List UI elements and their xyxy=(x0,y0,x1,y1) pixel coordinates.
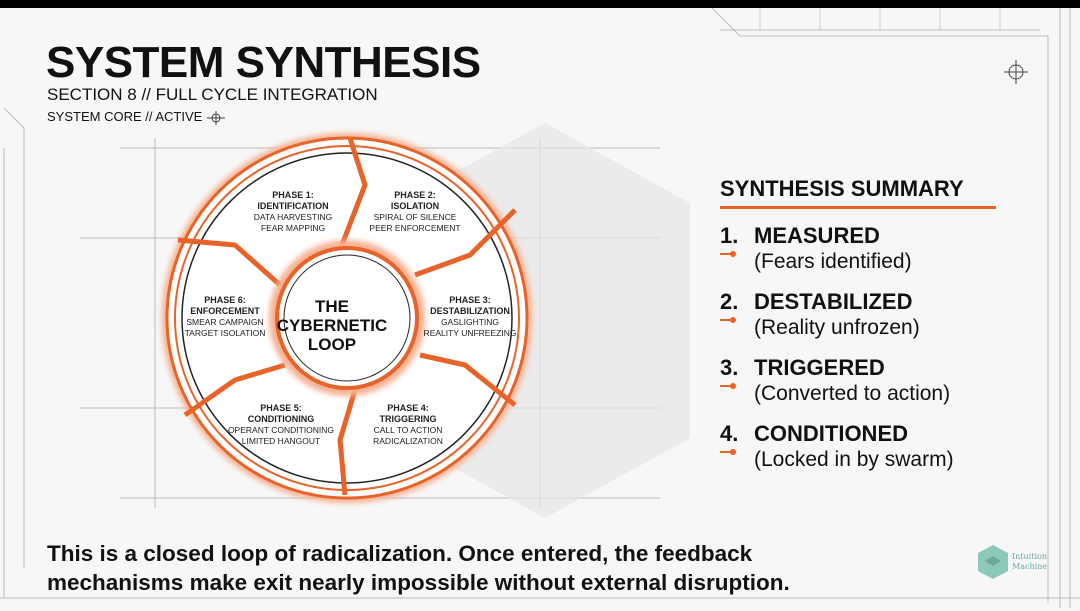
center-line: CYBERNETIC xyxy=(276,316,388,335)
phase-detail: OPERANT CONDITIONING xyxy=(227,425,335,435)
phase-label: PHASE 6: xyxy=(204,295,246,305)
divider-arrow xyxy=(177,237,282,287)
bullet-marker-icon xyxy=(720,449,736,455)
phase-name: TRIGGERING xyxy=(379,414,437,424)
phase-label: PHASE 1: xyxy=(272,190,314,200)
item-number: 1. xyxy=(720,223,739,248)
diagram-center-label: THE CYBERNETIC LOOP xyxy=(277,297,388,354)
phase-name: ENFORCEMENT xyxy=(190,306,260,316)
item-description: (Locked in by swarm) xyxy=(754,448,954,471)
divider-arrow xyxy=(337,137,368,251)
phase-name: DESTABILIZATION xyxy=(430,306,510,316)
inner-ring xyxy=(275,246,419,390)
footer-line: This is a closed loop of radicalization.… xyxy=(47,541,753,566)
item-number: 3. xyxy=(720,355,739,380)
status-text: SYSTEM CORE // ACTIVE xyxy=(47,109,203,124)
divider-arrow xyxy=(419,352,517,407)
bullet-marker-icon xyxy=(720,317,736,323)
phase-detail: GASLIGHTING xyxy=(440,317,500,327)
footer-line: mechanisms make exit nearly impossible w… xyxy=(47,570,790,595)
item-heading: CONDITIONED xyxy=(754,421,908,446)
item-heading: DESTABILIZED xyxy=(754,289,913,314)
phase-detail: RADICALIZATION xyxy=(373,436,443,446)
item-number: 2. xyxy=(720,289,739,314)
footer-statement: This is a closed loop of radicalization.… xyxy=(47,539,790,597)
phase-name: CONDITIONING xyxy=(247,414,315,424)
item-heading: MEASURED xyxy=(754,223,880,248)
divider-arrow xyxy=(414,208,517,278)
phase-detail: TARGET ISOLATION xyxy=(184,328,266,338)
summary-item: 4. CONDITIONED(Locked in by swarm) xyxy=(720,421,996,473)
phase-label: PHASE 5: xyxy=(260,403,302,413)
phase-detail: DATA HARVESTING xyxy=(253,212,333,222)
item-heading: TRIGGERED xyxy=(754,355,885,380)
phase-detail: REALITY UNFREEZING xyxy=(423,328,517,338)
phase-label: PHASE 4: xyxy=(387,403,429,413)
divider-arrow xyxy=(337,389,358,496)
phase-detail: CALL TO ACTION xyxy=(373,425,443,435)
item-description: (Reality unfrozen) xyxy=(754,316,920,339)
synthesis-summary: SYNTHESIS SUMMARY 1. MEASURED(Fears ident… xyxy=(720,176,996,473)
bullet-marker-icon xyxy=(720,251,736,257)
slide: SYSTEM SYNTHESIS SECTION 8 // FULL CYCLE… xyxy=(0,8,1080,611)
summary-item: 2. DESTABILIZED(Reality unfrozen) xyxy=(720,289,996,341)
phase-detail: FEAR MAPPING xyxy=(260,223,326,233)
phase-name: IDENTIFICATION xyxy=(257,201,329,211)
phase-name: ISOLATION xyxy=(390,201,440,211)
phase-label: PHASE 3: xyxy=(449,295,491,305)
divider-arrow xyxy=(183,362,286,418)
phase-detail: SMEAR CAMPAIGN xyxy=(186,317,264,327)
item-description: (Converted to action) xyxy=(754,382,951,405)
logo-line: Machine xyxy=(1012,562,1048,571)
system-status: SYSTEM CORE // ACTIVE xyxy=(47,109,226,125)
crosshair-icon xyxy=(1004,60,1028,84)
phase-dividers xyxy=(177,137,517,496)
summary-title: SYNTHESIS SUMMARY xyxy=(720,176,996,209)
logo-line: Intuition xyxy=(1012,552,1047,561)
section-subtitle: SECTION 8 // FULL CYCLE INTEGRATION xyxy=(47,85,378,104)
center-line: LOOP xyxy=(307,335,357,354)
phase-detail: LIMITED HANGOUT xyxy=(241,436,321,446)
cybernetic-loop-diagram xyxy=(162,133,532,503)
item-description: (Fears identified) xyxy=(754,250,912,273)
item-number: 4. xyxy=(720,421,739,446)
cube-logo-icon xyxy=(978,545,1008,579)
phase-detail: PEER ENFORCEMENT xyxy=(369,223,461,233)
crosshair-icon xyxy=(206,110,225,125)
summary-item: 3. TRIGGERED(Converted to action) xyxy=(720,355,996,407)
page-title: SYSTEM SYNTHESIS xyxy=(46,38,481,87)
phase-label: PHASE 2: xyxy=(394,190,436,200)
bullet-marker-icon xyxy=(720,383,736,389)
phase-detail: SPIRAL OF SILENCE xyxy=(373,212,457,222)
center-line: THE xyxy=(314,297,349,316)
summary-item: 1. MEASURED(Fears identified) xyxy=(720,223,996,275)
